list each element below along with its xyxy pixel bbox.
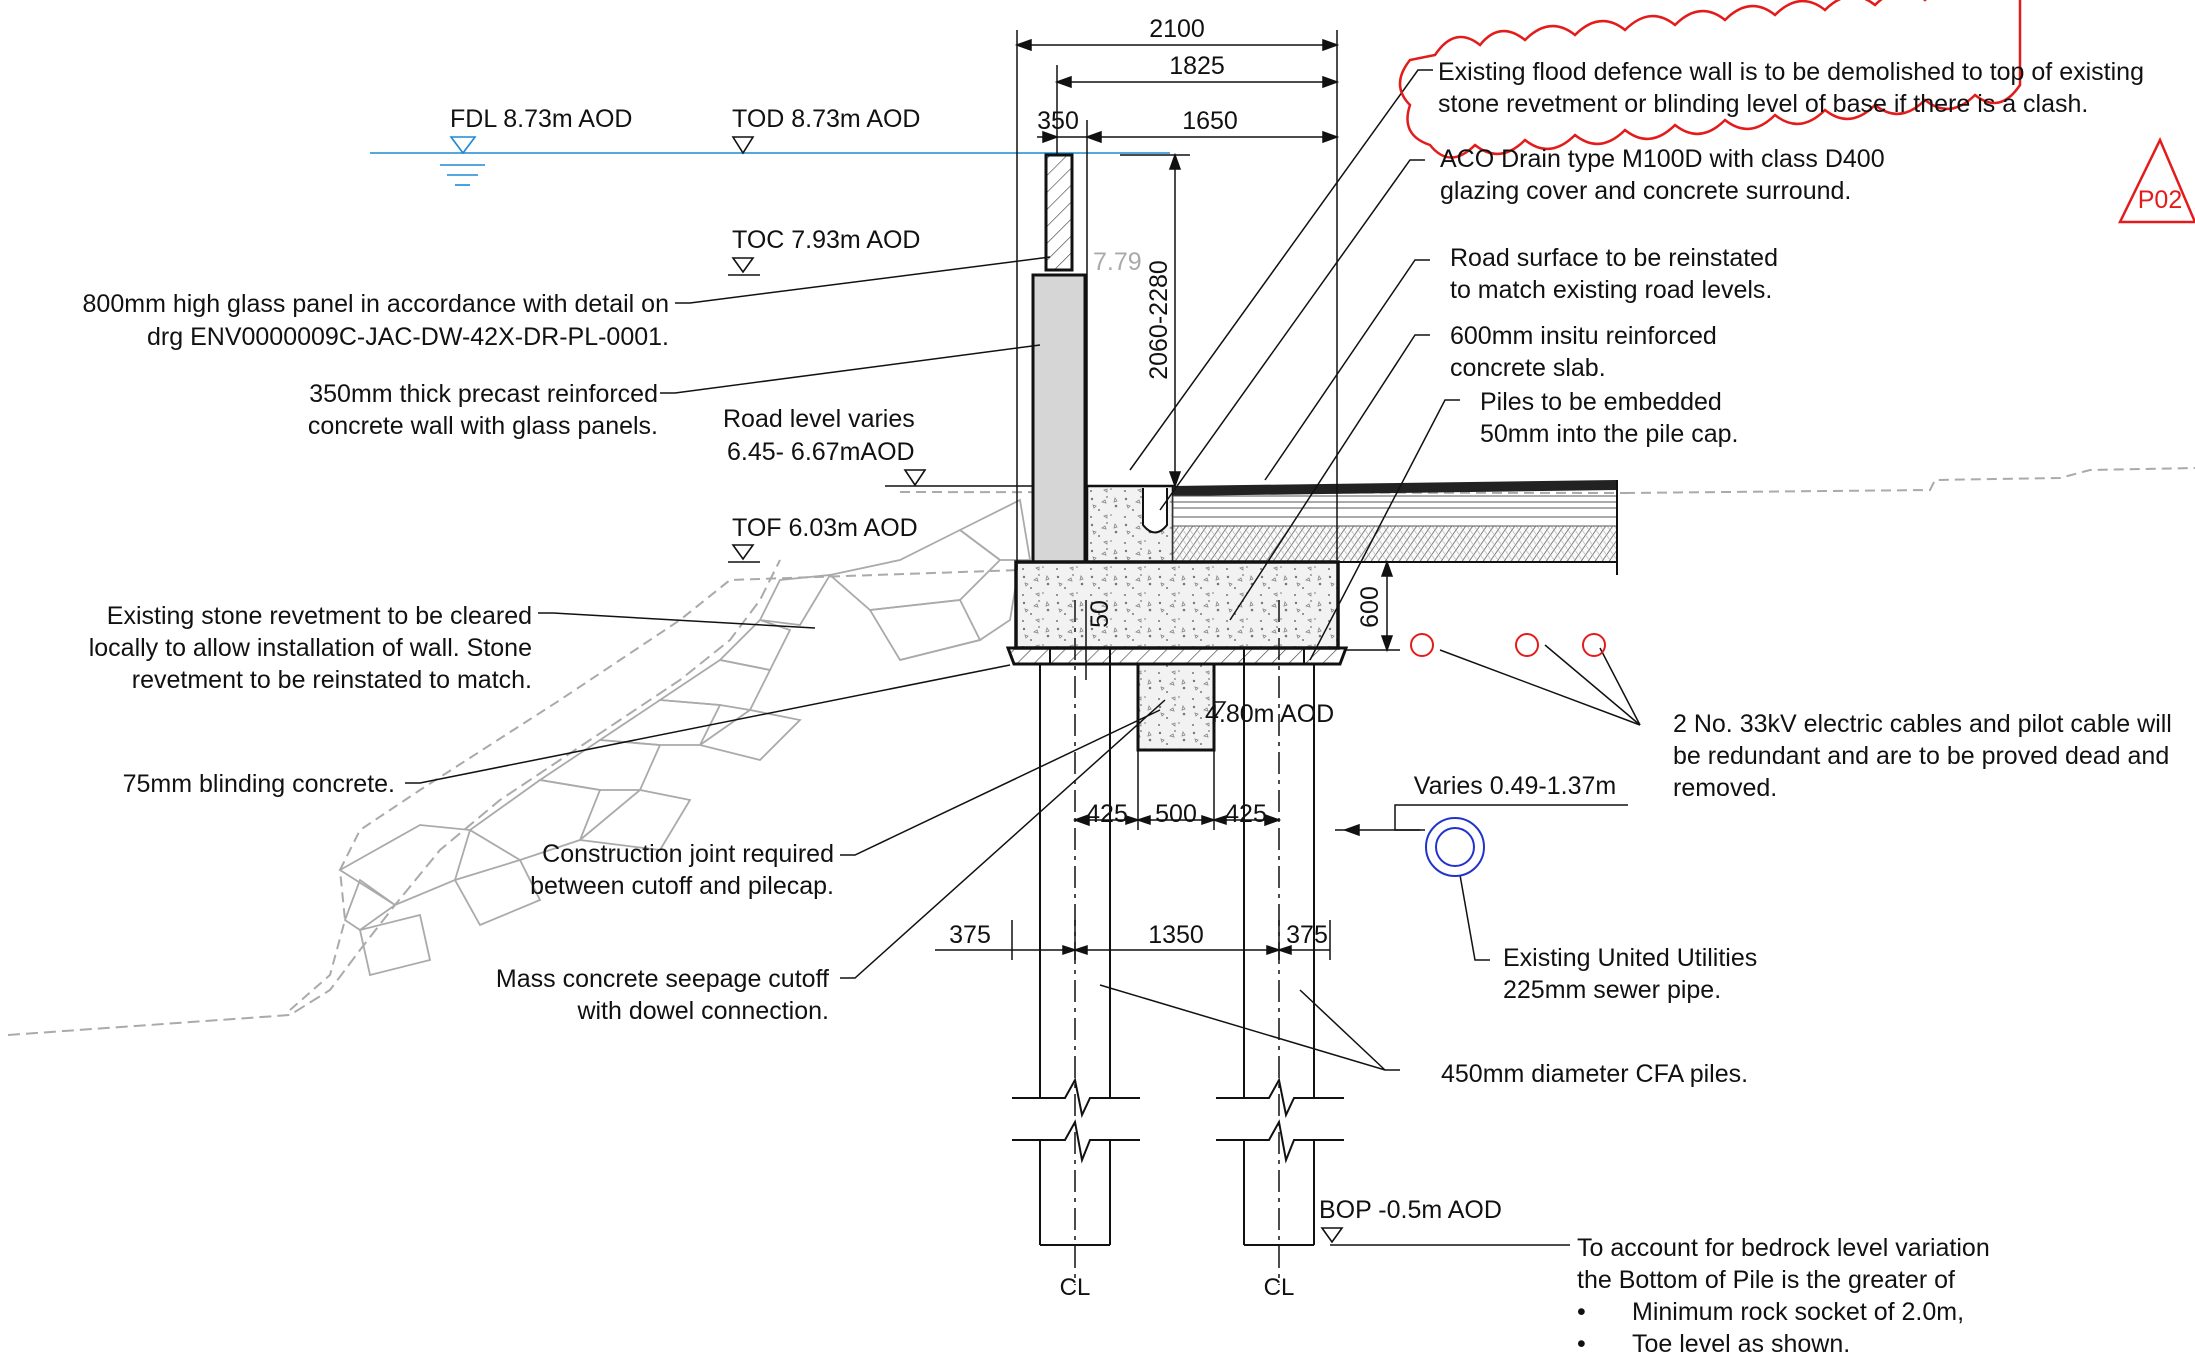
road-surface-note-1: Road surface to be reinstated (1450, 244, 1778, 272)
leader-lines (405, 69, 1641, 1246)
piles-embedded-note-2: 50mm into the pile cap. (1480, 420, 1738, 448)
centreline-left: CL (1060, 1274, 1091, 1301)
toc-label: TOC 7.93m AOD (732, 226, 921, 254)
dim-375-left: 375 (949, 921, 991, 949)
tod-label: TOD 8.73m AOD (732, 105, 921, 133)
cutoff-level-label: 4.80m AOD (1205, 700, 1334, 728)
revision-cloud (1398, 0, 2022, 159)
sewer-note-2: 225mm sewer pipe. (1503, 976, 1721, 1004)
dim-425-right: 425 (1225, 800, 1267, 828)
centreline-right: CL (1264, 1274, 1295, 1301)
dim-425-left: 425 (1086, 800, 1128, 828)
bedrock-note-1: To account for bedrock level variation (1577, 1234, 1990, 1262)
electric-cables-note-3: removed. (1673, 774, 1777, 802)
seepage-cutoff (1136, 662, 1216, 752)
flood-wall-note-2: stone revetment or blinding level of bas… (1438, 90, 2088, 118)
dim-1350: 1350 (1148, 921, 1204, 949)
bedrock-bullet-mark-1: • (1577, 1298, 1586, 1326)
revision-triangle (2117, 136, 2195, 224)
bedrock-bullet-2: Toe level as shown. (1632, 1330, 1850, 1358)
dimension-labels: 2100 1825 350 1650 2060-2280 600 50 425 … (949, 15, 1616, 949)
road-build-up (1172, 480, 1618, 575)
glass-panel-note-1: 800mm high glass panel in accordance wit… (83, 290, 669, 318)
precast-wall-note-2: concrete wall with glass panels. (308, 412, 658, 440)
bedrock-bullet-1: Minimum rock socket of 2.0m, (1632, 1298, 1964, 1326)
bedrock-bullet-mark-2: • (1577, 1330, 1586, 1358)
precast-wall (1031, 273, 1087, 564)
revetment-note-1: Existing stone revetment to be cleared (107, 602, 532, 630)
aco-drain-note-2: glazing cover and concrete surround. (1440, 177, 1851, 205)
electric-cables-note-1: 2 No. 33kV electric cables and pilot cab… (1673, 710, 2172, 738)
piles-embedded-note-1: Piles to be embedded (1480, 388, 1722, 416)
dim-1650: 1650 (1182, 107, 1238, 135)
revetment-note-3: revetment to be reinstated to match. (132, 666, 532, 694)
dim-600: 600 (1356, 586, 1384, 628)
stone-revetment (338, 498, 1032, 977)
road-level-label: Road level varies (723, 405, 915, 433)
seepage-cutoff-note-2: with dowel connection. (576, 997, 829, 1025)
construction-joint-note-2: between cutoff and pilecap. (530, 872, 834, 900)
precast-wall-note-1: 350mm thick precast reinforced (309, 380, 658, 408)
water-level (370, 136, 1170, 186)
dim-375-right: 375 (1286, 921, 1328, 949)
bedrock-note-2: the Bottom of Pile is the greater of (1577, 1266, 1955, 1294)
glass-panel (1044, 153, 1074, 272)
dim-50: 50 (1086, 600, 1114, 628)
fdl-label: FDL 8.73m AOD (450, 105, 632, 133)
dim-350: 350 (1037, 107, 1079, 135)
road-level-range: 6.45- 6.67mAOD (727, 438, 915, 466)
sewer-pipe (1425, 817, 1485, 877)
electric-cables-note-2: be redundant and are to be proved dead a… (1673, 742, 2169, 770)
insitu-slab-note-1: 600mm insitu reinforced (1450, 322, 1717, 350)
dim-varies: Varies 0.49-1.37m (1414, 772, 1616, 800)
centreline-symbols: CL CL (1060, 1274, 1295, 1301)
sewer-note-1: Existing United Utilities (1503, 944, 1757, 972)
panel-level-label: 7.79 (1093, 248, 1142, 276)
revision-label: P02 (2138, 186, 2182, 214)
level-markers (728, 136, 1344, 1244)
annotations-right: Existing flood defence wall is to be dem… (1438, 58, 2172, 1358)
seepage-cutoff-note-1: Mass concrete seepage cutoff (496, 965, 829, 993)
blinding-layer (1005, 646, 1349, 666)
blinding-note: 75mm blinding concrete. (123, 770, 395, 798)
cfa-piles-note: 450mm diameter CFA piles. (1441, 1060, 1748, 1088)
pile-cap (1014, 560, 1340, 650)
insitu-slab-note-2: concrete slab. (1450, 354, 1606, 382)
bop-label: BOP -0.5m AOD (1319, 1196, 1502, 1224)
flood-wall-note-1: Existing flood defence wall is to be dem… (1438, 58, 2144, 86)
electric-cables (1410, 633, 1606, 657)
existing-ground (7, 467, 2195, 1036)
tof-label: TOF 6.03m AOD (732, 514, 918, 542)
piles (1012, 647, 1344, 1246)
dim-500: 500 (1155, 800, 1197, 828)
dim-2100: 2100 (1149, 15, 1205, 43)
road-surface-note-2: to match existing road levels. (1450, 276, 1772, 304)
construction-joint-note-1: Construction joint required (542, 840, 834, 868)
dim-1825: 1825 (1169, 52, 1225, 80)
aco-drain-note-1: ACO Drain type M100D with class D400 (1440, 145, 1885, 173)
revetment-note-2: locally to allow installation of wall. S… (89, 634, 532, 662)
glass-panel-note-2: drg ENV0000009C-JAC-DW-42X-DR-PL-0001. (147, 323, 669, 351)
dimension-lines (935, 30, 1628, 960)
dim-wall-height: 2060-2280 (1145, 260, 1173, 380)
annotations-left: 800mm high glass panel in accordance wit… (83, 290, 834, 1025)
level-labels: FDL 8.73m AOD TOD 8.73m AOD TOC 7.93m AO… (450, 105, 1502, 1224)
aco-drain (1142, 488, 1168, 534)
